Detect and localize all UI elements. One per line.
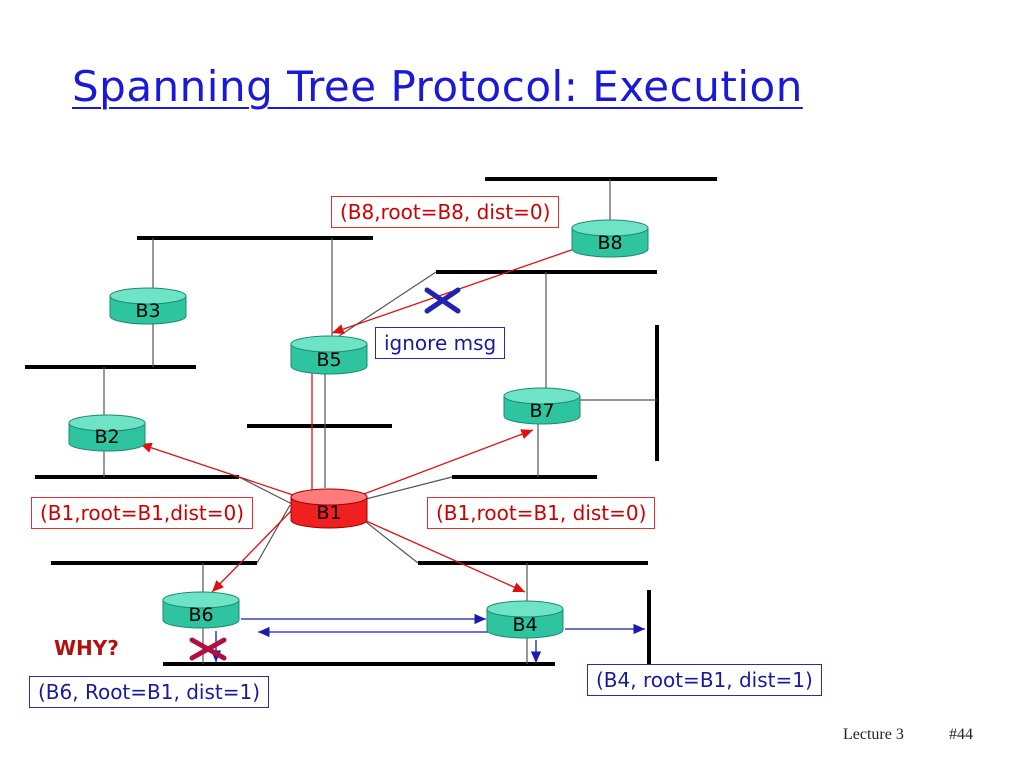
bridge-label: B4 [512, 614, 537, 636]
bridge-label: B6 [188, 604, 213, 626]
bridge-b4: B4 [486, 600, 564, 639]
bridge-label: B7 [529, 400, 554, 422]
blocked-marks [189, 287, 461, 661]
message-arrow [331, 237, 607, 335]
bridge-label: B2 [94, 426, 119, 448]
ignore-msg-note: ignore msg [375, 327, 506, 359]
slide-title: Spanning Tree Protocol: Execution [72, 62, 803, 111]
message-b1-left: (B1,root=B1,dist=0) [31, 497, 254, 529]
bridge-b1-root: B1 [290, 488, 368, 529]
why-question: WHY? [54, 636, 119, 660]
bridge-b2: B2 [68, 414, 146, 452]
bridge-label: B1 [316, 502, 341, 524]
blue-arrows [210, 613, 645, 663]
bridge-b5: B5 [290, 335, 368, 375]
footer-lecture: Lecture 3 [843, 726, 904, 743]
footer-page-number: #44 [949, 726, 973, 743]
message-arrow [211, 510, 292, 593]
connectors [103, 179, 657, 664]
bridge-b7: B7 [503, 387, 581, 425]
bridge-label: B8 [597, 232, 622, 254]
bridge-b6: B6 [162, 591, 240, 629]
blocked-x-icon [189, 637, 227, 661]
bridge-label: B3 [135, 300, 160, 322]
message-b6: (B6, Root=B1, dist=1) [29, 676, 269, 708]
message-arrow [363, 519, 526, 593]
red-arrows [139, 237, 607, 593]
bridge-b8: B8 [571, 219, 649, 258]
message-arrow [355, 429, 534, 498]
bridge-b3: B3 [109, 287, 187, 325]
message-arrow [139, 442, 300, 498]
bridge-label: B5 [316, 349, 341, 371]
blocked-x-icon [424, 287, 461, 314]
message-b4: (B4, root=B1, dist=1) [587, 664, 822, 696]
message-b1-right: (B1,root=B1, dist=0) [427, 497, 656, 529]
message-b8: (B8,root=B8, dist=0) [331, 196, 560, 228]
